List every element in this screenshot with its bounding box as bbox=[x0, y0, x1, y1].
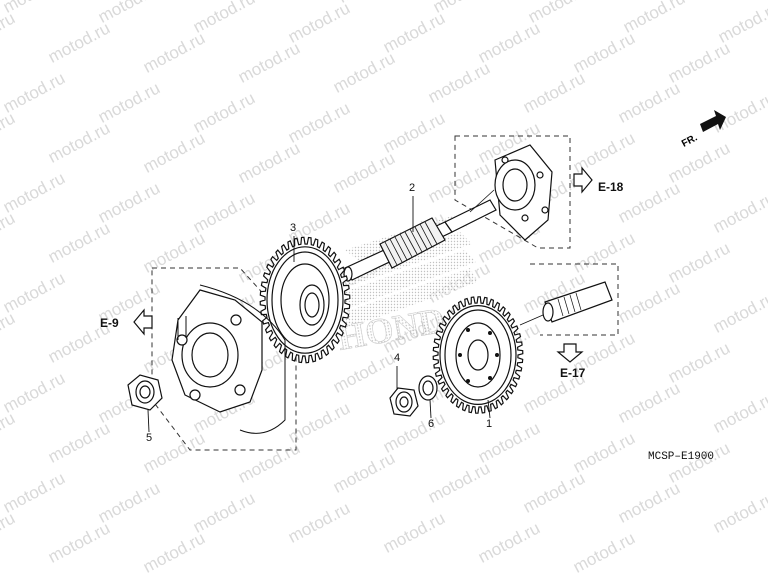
ref-e17[interactable]: E-17 bbox=[560, 366, 586, 380]
leader-lines bbox=[147, 196, 491, 433]
callout-5: 5 bbox=[146, 432, 153, 444]
callout-2: 2 bbox=[409, 182, 416, 194]
ref-e18[interactable]: E-18 bbox=[598, 180, 624, 194]
e9-arrow-icon bbox=[133, 308, 153, 336]
front-arrow-icon bbox=[700, 110, 726, 132]
bearing-holder bbox=[494, 144, 553, 241]
splined-shaft-end bbox=[519, 281, 613, 326]
part-4-nut bbox=[389, 387, 419, 417]
part-6-washer bbox=[418, 375, 438, 401]
callout-1: 1 bbox=[486, 418, 493, 430]
callout-4: 4 bbox=[394, 352, 401, 364]
part-1-gear bbox=[432, 296, 524, 414]
part-5-nut bbox=[127, 374, 163, 411]
e17-arrow-icon bbox=[556, 343, 584, 363]
part-3-gear bbox=[259, 236, 351, 364]
callout-6: 6 bbox=[428, 418, 435, 430]
part-2-shaft bbox=[343, 189, 497, 282]
e18-arrow-icon bbox=[573, 166, 593, 194]
crankcase-housing bbox=[171, 284, 286, 434]
diagram-code: MCSP–E1900 bbox=[648, 451, 715, 463]
ref-arrows bbox=[133, 166, 593, 363]
callout-3: 3 bbox=[290, 222, 297, 234]
ref-e9[interactable]: E-9 bbox=[100, 316, 119, 330]
